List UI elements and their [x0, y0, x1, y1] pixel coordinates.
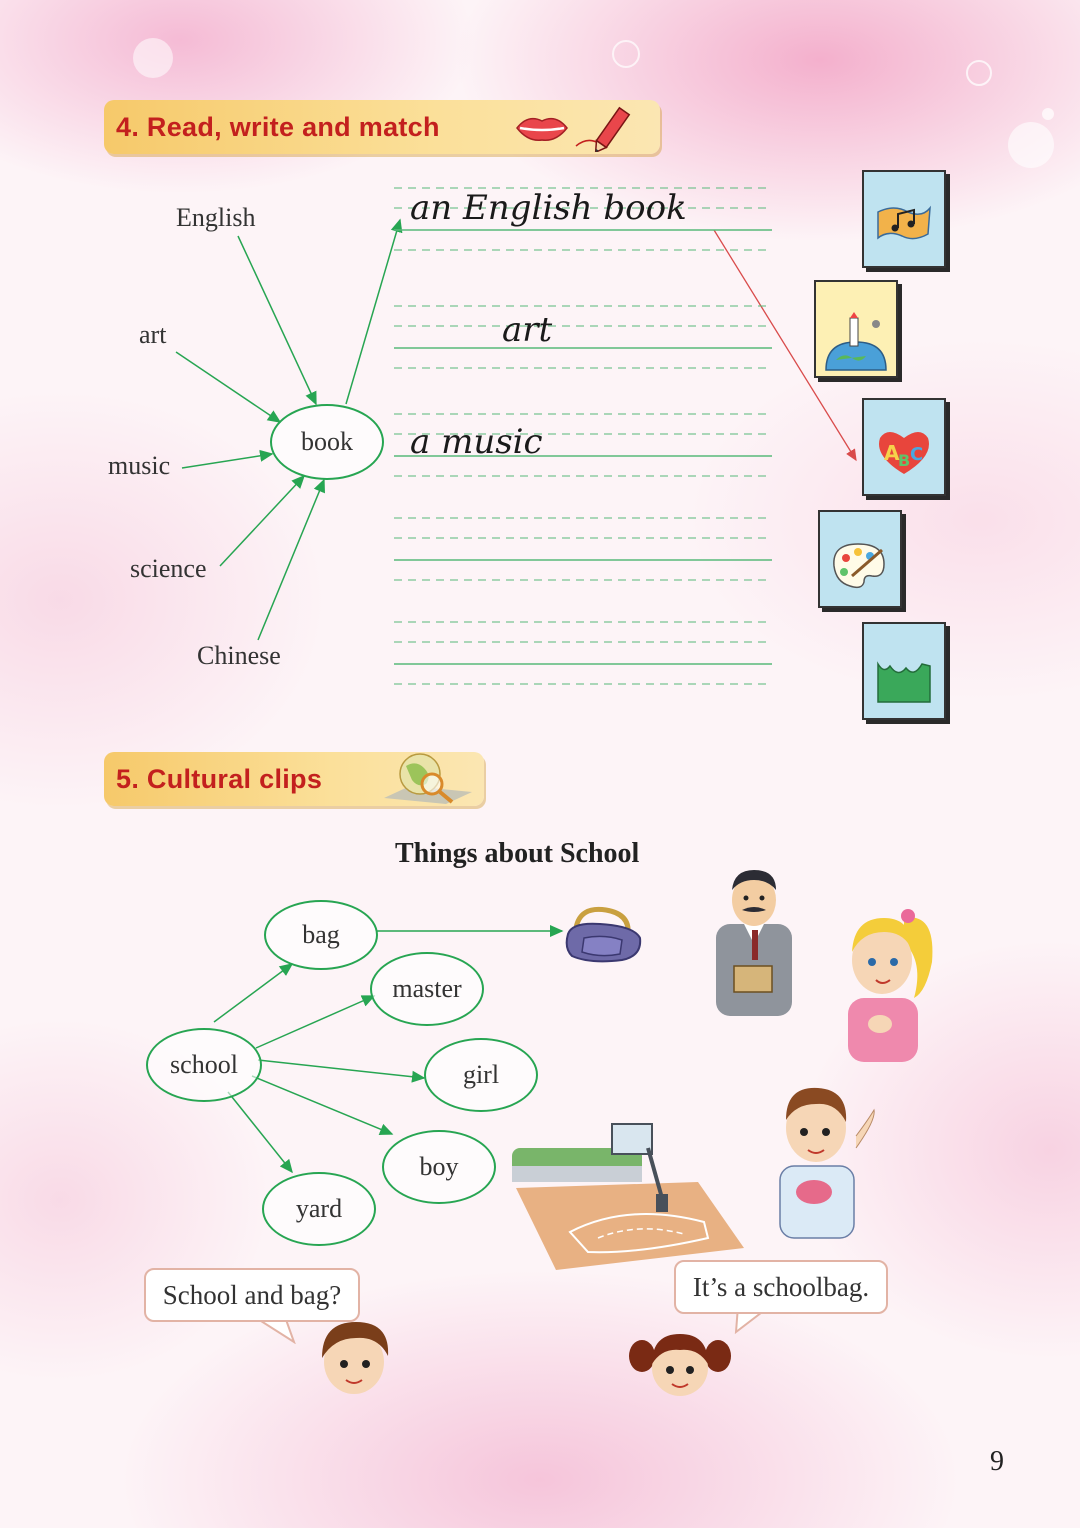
svg-text:A: A	[884, 441, 900, 465]
answer-line-1: an English book	[410, 188, 687, 228]
pencil-icon	[575, 106, 631, 152]
section-4-arrows	[175, 187, 857, 685]
match-line	[713, 229, 857, 462]
oval-book: book	[270, 404, 384, 480]
svg-text:C: C	[910, 444, 923, 465]
rocket-earth-icon	[825, 312, 887, 371]
arrow-english-book	[237, 235, 317, 406]
section-4-header: 4. Read, write and match	[104, 100, 660, 154]
page-number: 9	[990, 1446, 1004, 1477]
answer-line-2: art	[502, 310, 553, 350]
music-note-icon	[877, 205, 931, 240]
section-5-title: 5. Cultural clips	[116, 764, 323, 794]
decor-bubble	[133, 38, 173, 78]
section-5-arrows	[213, 925, 564, 1174]
girl-illustration	[848, 909, 933, 1062]
oval-girl: girl	[424, 1038, 538, 1112]
bubble-right: It’s a schoolbag.	[674, 1260, 888, 1314]
decor-bubble	[966, 60, 992, 86]
music-book-card[interactable]	[862, 170, 946, 268]
abc-icon: A B C	[879, 432, 929, 474]
bubble-left: School and bag?	[144, 1268, 360, 1322]
decor-bubble	[1008, 122, 1054, 168]
arrow-school-yard	[227, 1091, 293, 1174]
word-english: English	[176, 203, 256, 232]
svg-text:B: B	[898, 451, 910, 470]
oval-bag: bag	[264, 900, 378, 970]
section-4-title: 4. Read, write and match	[116, 112, 440, 142]
arrow-book-output	[345, 218, 403, 405]
word-art: art	[139, 320, 167, 349]
wall-icon	[877, 661, 931, 703]
oval-school: school	[146, 1028, 262, 1102]
art-book-card[interactable]	[818, 510, 902, 608]
word-science: science	[130, 554, 207, 583]
oval-yard: yard	[262, 1172, 376, 1246]
chinese-book-card[interactable]	[862, 622, 946, 720]
arrow-music-book	[181, 449, 274, 469]
small-girl-illustration	[629, 1334, 731, 1396]
arrow-school-master	[255, 995, 376, 1049]
arrow-science-book	[219, 474, 306, 567]
word-music: music	[108, 451, 171, 480]
section-5-subtitle: Things about School	[395, 838, 640, 869]
answer-line-3: a music	[410, 422, 543, 462]
schoolbag-illustration	[565, 906, 642, 963]
oval-boy: boy	[382, 1130, 496, 1204]
oval-master: master	[370, 952, 484, 1026]
teacher-illustration	[716, 870, 792, 1016]
decor-bubble	[612, 40, 640, 68]
science-book-card[interactable]	[814, 280, 898, 378]
arrow-school-boy	[251, 1075, 394, 1135]
arrow-school-girl	[257, 1059, 426, 1083]
section-5-header: 5. Cultural clips	[104, 752, 484, 806]
arrow-chinese-book	[257, 478, 325, 641]
globe-magnifier-icon	[384, 753, 472, 804]
decor-bubble	[1042, 108, 1054, 120]
english-book-card[interactable]: A B C	[862, 398, 946, 496]
boy-illustration	[779, 1087, 875, 1239]
word-chinese: Chinese	[197, 641, 281, 670]
lips-icon	[516, 117, 568, 141]
small-boy-illustration	[322, 1322, 389, 1394]
palette-icon	[833, 543, 885, 589]
arrow-school-bag	[213, 963, 294, 1023]
arrow-art-book	[175, 351, 282, 423]
basketball-court-illustration	[512, 1123, 744, 1270]
